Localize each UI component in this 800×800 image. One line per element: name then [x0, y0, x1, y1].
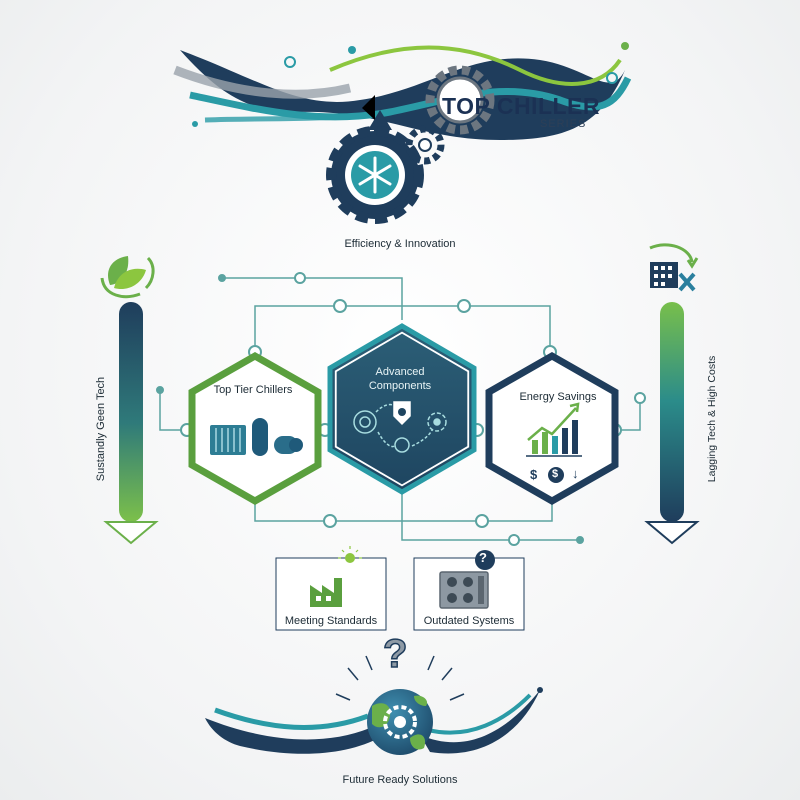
- chiller-units-icon: [210, 418, 303, 456]
- brand-gear-icon: [425, 65, 495, 135]
- bar-chart-growth-icon: [526, 402, 582, 483]
- outdated-question-icon: ?: [479, 550, 487, 565]
- right-down-arrow: [644, 302, 700, 545]
- big-question-mark-icon: ?: [382, 631, 408, 677]
- globe-gear-icon: [335, 655, 465, 755]
- outdated-systems-box: [413, 550, 525, 631]
- brand-subtitle: SERIES: [540, 118, 587, 130]
- energy-savings-label: Energy Savings: [519, 391, 597, 403]
- top-tier-chillers-label: Top Tier Chillers: [213, 384, 293, 396]
- snowflake-gear-icon: [326, 95, 445, 224]
- dollar-coin-icon: $: [552, 468, 559, 480]
- meeting-standards-label: Meeting Standards: [284, 615, 378, 627]
- top-swoosh: [173, 42, 632, 140]
- hexagon-energy-savings: [485, 351, 619, 506]
- left-down-arrow: [103, 302, 159, 545]
- down-arrow-icon: ↓: [572, 466, 579, 481]
- lagging-tech-high-costs-label: Lagging Tech & High Costs: [706, 355, 718, 483]
- bottom-swoosh: [205, 687, 543, 754]
- dollar-icon: $: [530, 467, 538, 482]
- components-cycle-icon: [353, 401, 447, 453]
- efficiency-innovation-label: Efficiency & Innovation: [344, 238, 456, 250]
- building-cross-icon: [649, 243, 699, 292]
- future-ready-solutions-label: Future Ready Solutions: [342, 774, 458, 786]
- sustainable-green-tech-label: Sustandly Geen Tech: [95, 376, 107, 482]
- leaf-recycle-icon: [100, 256, 155, 299]
- brand-title: TOP CHILLER: [442, 93, 600, 119]
- advanced-components-label: Advanced Components: [368, 366, 432, 392]
- meeting-standards-box: [275, 546, 387, 631]
- outdated-systems-label: Outdated Systems: [423, 615, 515, 627]
